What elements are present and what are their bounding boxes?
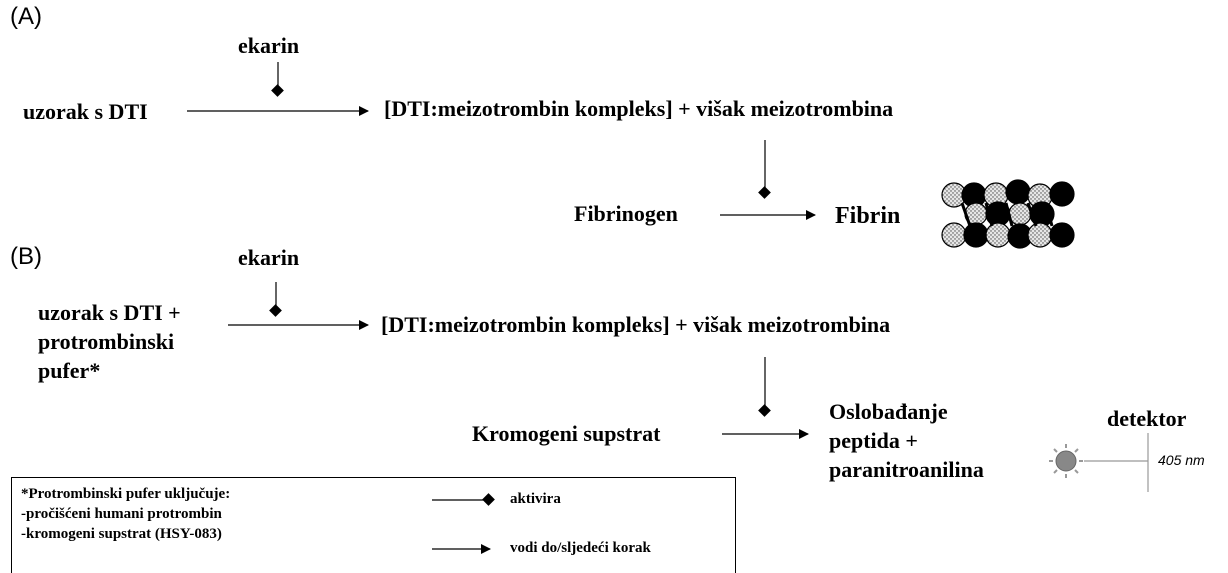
panel-a-input-label: uzorak s DTI xyxy=(23,99,148,124)
panel-b-substrate-label: Kromogeni supstrat xyxy=(472,421,661,446)
panel-b-label: (B) xyxy=(10,243,42,270)
panel-b-input-line-2: protrombinski xyxy=(38,329,175,354)
panel-b-result-line-2: peptida + xyxy=(829,428,918,453)
wavelength-label: 405 nm xyxy=(1158,452,1205,468)
panel-b-product-label: [DTI:meizotrombin kompleks] + višak meiz… xyxy=(381,312,891,337)
light-source-icon xyxy=(1049,444,1083,478)
detector-label: detektor xyxy=(1107,406,1187,431)
panel-b-activator-label: ekarin xyxy=(238,245,300,270)
panel-a-activation-line xyxy=(271,62,284,97)
panel-b-meizothrombin-activation-line xyxy=(758,357,771,417)
panel-a-product-label: [DTI:meizotrombin kompleks] + višak meiz… xyxy=(384,96,894,121)
fibrin-clot-icon xyxy=(941,179,1075,249)
legend-leads-to-label: vodi do/sljedeći korak xyxy=(510,540,651,556)
panel-a-activator-label: ekarin xyxy=(238,33,300,58)
legend-activates-symbol xyxy=(432,493,495,506)
panel-a-label: (A) xyxy=(10,3,42,30)
panel-a-substrate-label: Fibrinogen xyxy=(574,201,678,226)
legend-note-line-3: -kromogeni supstrat (HSY-083) xyxy=(21,526,222,542)
panel-b-result-line-1: Oslobađanje xyxy=(829,399,948,424)
legend-note-line-1: *Protrombinski pufer uključuje: xyxy=(21,486,231,502)
panel-b-result-line-3: paranitroanilina xyxy=(829,457,984,482)
legend-box xyxy=(11,477,736,573)
legend-activates-label: aktivira xyxy=(510,491,561,507)
panel-a-result-label: Fibrin xyxy=(835,203,901,229)
panel-a-meizothrombin-activation-line xyxy=(758,140,771,199)
panel-b-input-line-3: pufer* xyxy=(38,358,101,383)
legend-note-line-2: -pročišćeni humani protrombin xyxy=(21,506,222,522)
panel-b-activation-line xyxy=(269,282,282,317)
panel-b-input-line-1: uzorak s DTI + xyxy=(38,300,181,325)
